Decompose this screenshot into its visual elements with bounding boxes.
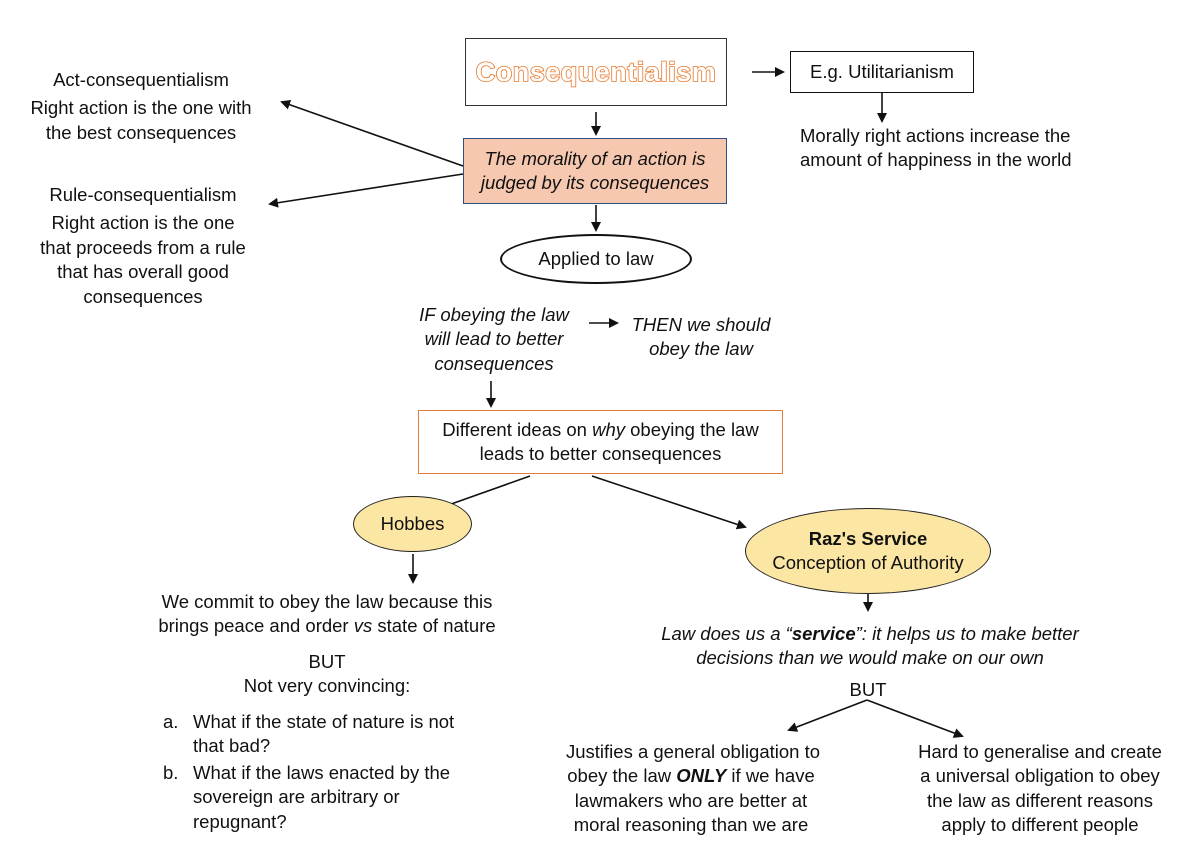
list-item: b. What if the laws enacted by the sover… — [163, 761, 451, 832]
if-condition: IF obeying the law will lead to better c… — [419, 304, 569, 374]
hobbes-critique-list: a. What if the state of nature is not th… — [163, 710, 493, 834]
arrow-ideas-to-hobbes — [438, 475, 531, 511]
title-box: Consequentialism — [465, 38, 727, 106]
arrow-ideas-to-raz — [591, 475, 747, 530]
different-ideas-box: Different ideas on why obeying the law l… — [418, 410, 783, 474]
applied-to-law-oval: Applied to law — [500, 234, 692, 284]
raz-limitation-right: Hard to generalise and create a universa… — [918, 741, 1162, 836]
example-label: E.g. Utilitarianism — [810, 61, 954, 82]
raz-but: BUT — [849, 679, 887, 700]
core-definition-box: The morality of an action is judged by i… — [463, 138, 727, 204]
raz-oval: Raz's Service Conception of Authority — [745, 508, 991, 594]
act-heading: Act-consequentialism — [53, 69, 229, 90]
act-consequentialism: Act-consequentialism Right action is the… — [28, 68, 254, 145]
then-conclusion: THEN we should obey the law — [631, 314, 771, 360]
title-text: Consequentialism — [475, 56, 717, 88]
list-item: a. What if the state of nature is not th… — [163, 711, 455, 757]
rule-consequentialism: Rule-consequentialism Right action is th… — [33, 183, 253, 309]
arrow-but-to-left — [787, 699, 868, 732]
rule-heading: Rule-consequentialism — [49, 184, 237, 205]
raz-claim: Law does us a “service”: it helps us to … — [661, 623, 1079, 669]
hobbes-but: BUT Not very convincing: — [243, 651, 411, 697]
arrow-but-to-right — [866, 699, 964, 738]
hobbes-claim: We commit to obey the law because this b… — [158, 591, 496, 637]
arrow-core-to-act — [280, 99, 464, 167]
arrow-core-to-rule — [268, 173, 464, 208]
hobbes-oval: Hobbes — [353, 496, 472, 552]
example-text: Morally right actions increase the amoun… — [800, 125, 1072, 171]
raz-limitation-left: Justifies a general obligation to obey t… — [566, 741, 821, 836]
example-box: E.g. Utilitarianism — [790, 51, 974, 93]
